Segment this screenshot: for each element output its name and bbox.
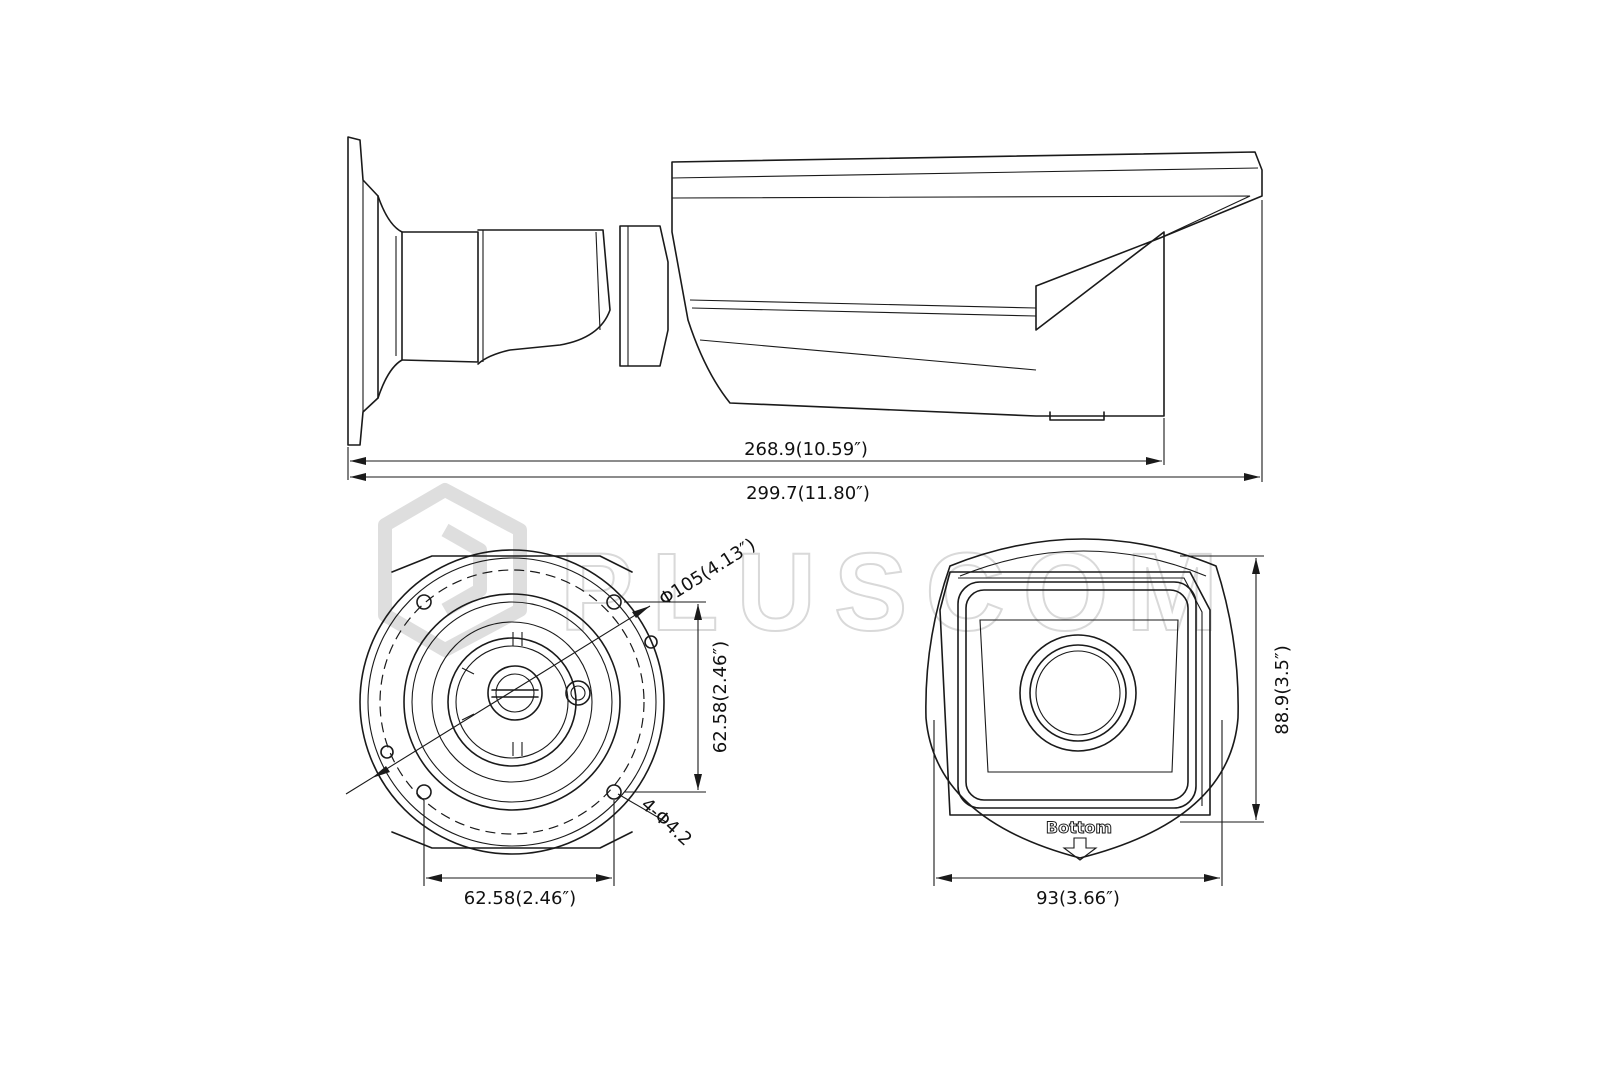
mount-joint bbox=[619, 225, 669, 367]
mounting-hole bbox=[606, 594, 622, 610]
side-view: 268.9(10.59″) 299.7(11.80″) bbox=[347, 136, 1263, 504]
front-width-label: 93(3.66″) bbox=[1036, 888, 1120, 909]
mount-arm bbox=[477, 229, 611, 365]
watermark: PLUSCOM bbox=[378, 483, 1236, 657]
hole-spacing-horizontal-label: 62.58(2.46″) bbox=[464, 888, 576, 909]
housing-length-label: 268.9(10.59″) bbox=[744, 439, 868, 460]
cable-port bbox=[1049, 411, 1105, 421]
slot-hole bbox=[380, 745, 394, 759]
lens-window bbox=[957, 581, 1197, 809]
mount-view: Φ105(4.13″) 62.58(2.46″) 62.58(2.46″) 4-… bbox=[345, 534, 759, 909]
mounting-hole bbox=[416, 784, 432, 800]
mounting-hole bbox=[416, 594, 432, 610]
sun-shield bbox=[939, 571, 1211, 816]
mount-base bbox=[377, 195, 403, 399]
front-height-label: 88.9(3.5″) bbox=[1272, 645, 1293, 734]
overall-length-label: 299.7(11.80″) bbox=[746, 483, 870, 504]
mounting-holes bbox=[380, 594, 658, 800]
slot-hole bbox=[644, 635, 658, 649]
front-view: Bottom 88.9(3.5″) 93(3.66″) bbox=[925, 538, 1293, 909]
bottom-label: Bottom bbox=[1046, 818, 1112, 837]
mount-outer-circle bbox=[359, 549, 665, 855]
cable-hole bbox=[487, 665, 543, 721]
camera-housing bbox=[671, 151, 1263, 417]
hole-pattern-circle bbox=[379, 569, 645, 835]
front-outline bbox=[925, 538, 1239, 859]
hole-spec-label: 4-Φ4.2 bbox=[637, 794, 696, 850]
arrow-down-icon bbox=[1062, 837, 1098, 861]
hole-spacing-vertical-label: 62.58(2.46″) bbox=[710, 641, 731, 753]
watermark-logo-icon bbox=[378, 483, 527, 657]
watermark-text: PLUSCOM bbox=[560, 531, 1236, 654]
mounting-hole bbox=[606, 784, 622, 800]
lens bbox=[1019, 634, 1137, 752]
